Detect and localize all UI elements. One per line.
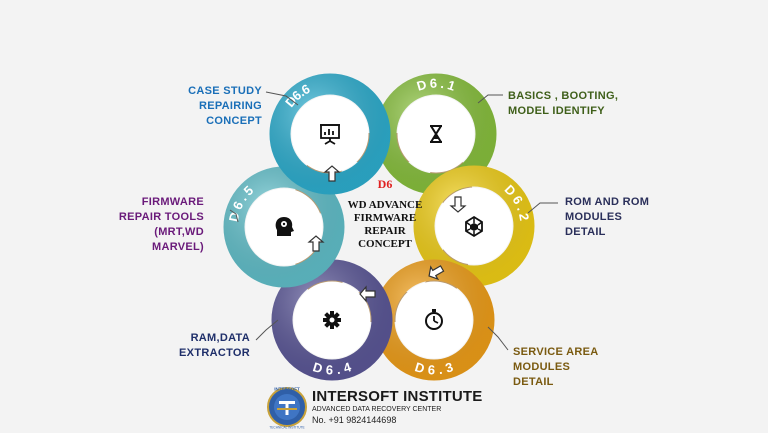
node-code-d6-4: D 6 . 4 [311,359,353,377]
label-line: REPAIR TOOLS [118,211,204,223]
label-line: MODULES [565,211,623,223]
center-line: REPAIR [364,225,406,237]
gear-icon [323,311,341,329]
flow-arrow-icon [359,285,376,303]
stopwatch-icon [425,309,443,330]
center-line: FIRMWARE [353,212,417,224]
head-gear-icon [275,217,294,236]
ring-shade [269,73,391,195]
node-label-d6-4: RAM,DATA EXTRACTOR [170,331,250,361]
node-d6-5: D 6 . 5 [222,166,345,288]
svg-text:INTERSOFT: INTERSOFT [274,387,300,392]
center-label: D6 WD ADVANCE FIRMWARE REPAIR CONCEPT [330,178,440,251]
ring-shade [271,259,393,381]
node-label-d6-5: FIRMWARE REPAIR TOOLS (MRT,WD MARVEL) [100,195,204,255]
node-d6-3: D 6 . 3 [373,259,495,381]
label-line: MARVEL) [151,241,204,253]
leader-line [229,209,239,223]
label-line: CONCEPT [206,115,262,127]
label-line: SERVICE AREA [513,346,599,358]
hourglass-icon [430,125,442,143]
leader-line [527,202,558,214]
flow-arrow-icon [428,265,445,281]
footer-brand: INTERSOFT TECHNICAL INSTITUTE INTERSOFT … [266,384,506,430]
center-line: CONCEPT [358,238,412,250]
leader-line [265,91,299,106]
node-d6-6: D6.6 [269,73,391,195]
label-line: REPAIRING [198,100,262,112]
cube-network-icon [465,215,483,238]
label-line: RAM,DATA [190,332,250,344]
node-label-d6-6: CASE STUDY REPAIRING CONCEPT [170,84,262,129]
flow-arrow-icon [307,235,325,252]
label-line: EXTRACTOR [179,347,250,359]
node-d6-2: D 6 . 2 [413,165,536,287]
label-line: DETAIL [565,226,606,238]
node-d6-4: D 6 . 4 [271,259,393,381]
leader-line [477,94,503,104]
institute-name: INTERSOFT INSTITUTE [312,388,483,405]
label-line: DETAIL [513,376,554,388]
node-label-d6-1: BASICS , BOOTING, MODEL IDENTIFY [508,89,618,119]
ring-center [291,95,369,173]
leader-line [487,326,509,351]
institute-subtitle: ADVANCED DATA RECOVERY CENTER [312,406,442,413]
flow-arrow-icon [449,196,467,213]
center-id: D6 [377,177,393,191]
node-label-d6-2: ROM AND ROM MODULES DETAIL [565,195,649,240]
center-line: WD ADVANCE [347,199,423,211]
ring-shade [223,166,345,288]
institute-phone: No. +91 9824144698 [312,415,397,425]
label-line: MODULES [513,361,571,373]
leader-line [255,319,279,341]
presentation-icon [320,124,340,145]
label-line: BASICS , BOOTING, [508,90,619,102]
label-line: CASE STUDY [188,85,262,97]
center-panel [312,162,455,292]
label-line: MODEL IDENTIFY [508,105,605,117]
label-line: FIRMWARE [141,196,204,208]
flow-arrow-icon [323,165,341,182]
node-label-d6-3: SERVICE AREA MODULES DETAIL [513,345,599,390]
institute-logo: INTERSOFT TECHNICAL INSTITUTE [267,387,307,430]
label-line: ROM AND ROM [565,196,650,208]
svg-text:TECHNICAL INSTITUTE: TECHNICAL INSTITUTE [269,426,304,430]
label-line: (MRT,WD [154,226,204,238]
